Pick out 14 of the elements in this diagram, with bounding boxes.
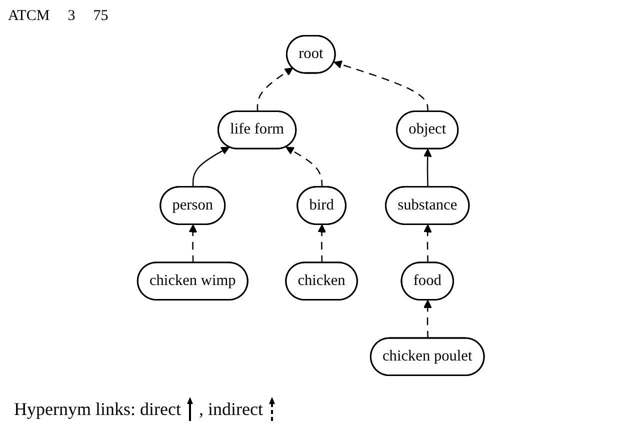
arrow [286,146,323,188]
cut-label: 3 [68,8,76,24]
arrow [424,224,432,263]
arrow [188,224,198,263]
legend-text: , indirect [198,398,263,420]
arrow [424,300,432,339]
cut-label: 75 [93,8,108,24]
legend-text: Hypernym links: direct [14,398,181,420]
arrow [318,224,326,263]
arrow [256,68,294,112]
arrow [334,60,429,112]
cut-label: ATCM [8,8,50,24]
arrow [192,146,230,188]
arrow [424,148,432,188]
